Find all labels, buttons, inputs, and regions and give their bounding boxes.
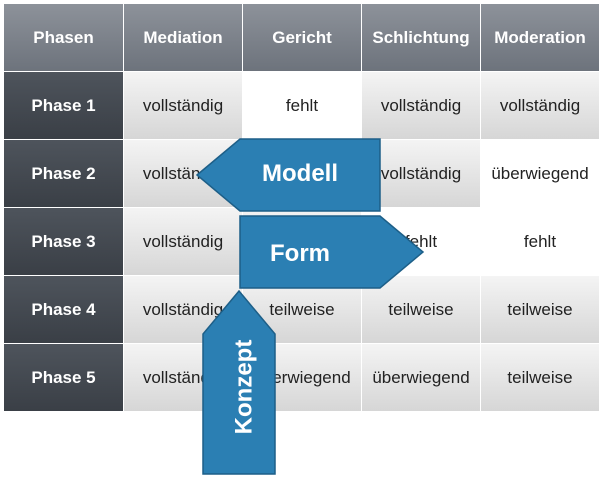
cell-phase1-gericht: fehlt [243, 72, 361, 139]
form-label: Form [270, 240, 330, 267]
konzept-arrow [202, 290, 276, 475]
form-arrow [239, 215, 425, 289]
cell-phase3-mediation: vollständig [124, 208, 242, 275]
cell-phase1-schlichtung: vollständig [362, 72, 480, 139]
cell-phase2-schlichtung: vollständig [362, 140, 480, 207]
modell-arrow [196, 138, 381, 212]
header-gericht: Gericht [243, 4, 361, 71]
cell-phase1-moderation: vollständig [481, 72, 599, 139]
cell-phase3-moderation: fehlt [481, 208, 599, 275]
form-arrow-shape [239, 215, 425, 289]
cell-phase5-schlichtung: überwiegend [362, 344, 480, 411]
header-moderation: Moderation [481, 4, 599, 71]
header-schlichtung: Schlichtung [362, 4, 480, 71]
header-phasen: Phasen [4, 4, 123, 71]
row-header-phase-3: Phase 3 [4, 208, 123, 275]
row-header-phase-1: Phase 1 [4, 72, 123, 139]
row-header-phase-4: Phase 4 [4, 276, 123, 343]
cell-phase2-moderation: überwiegend [481, 140, 599, 207]
modell-arrow-shape [196, 138, 381, 212]
konzept-label: Konzept [230, 339, 258, 435]
header-mediation: Mediation [124, 4, 242, 71]
cell-phase4-moderation: teilweise [481, 276, 599, 343]
konzept-arrow-shape [202, 290, 276, 475]
row-header-phase-2: Phase 2 [4, 140, 123, 207]
cell-phase5-moderation: teilweise [481, 344, 599, 411]
modell-label: Modell [262, 160, 338, 187]
row-header-phase-5: Phase 5 [4, 344, 123, 411]
cell-phase1-mediation: vollständig [124, 72, 242, 139]
